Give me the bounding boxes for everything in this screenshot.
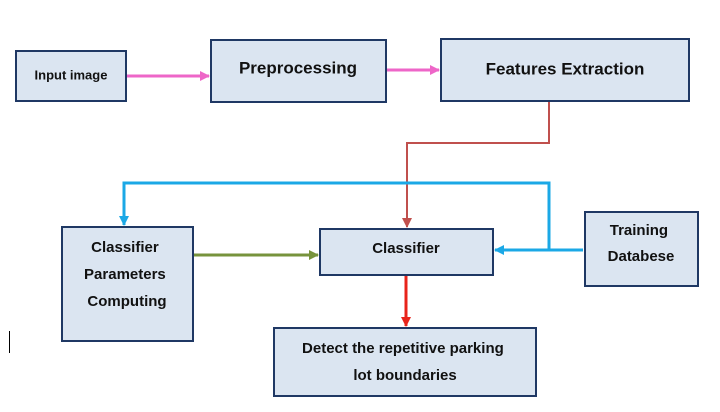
arrow-features-to-classifier [402, 100, 550, 228]
node-training-database: Training Databese [584, 211, 699, 287]
node-label: Classifier Parameters Computing [84, 235, 170, 310]
node-label: Preprocessing [239, 58, 357, 77]
node-label: Input image [35, 67, 108, 82]
node-features-extraction: Features Extraction [440, 38, 690, 102]
node-classifier-parameters-computing: Classifier Parameters Computing [61, 226, 194, 342]
node-preprocessing: Preprocessing [210, 39, 387, 103]
node-label: Training Databese [608, 218, 675, 265]
node-label: Classifier [372, 240, 440, 257]
node-detect-boundaries: Detect the repetitive parking lot bounda… [273, 327, 537, 397]
node-label: Features Extraction [486, 59, 645, 78]
text-cursor [9, 331, 10, 353]
node-classifier: Classifier [319, 228, 494, 276]
node-label: Detect the repetitive parking lot bounda… [302, 336, 508, 384]
node-input-image: Input image [15, 50, 127, 102]
